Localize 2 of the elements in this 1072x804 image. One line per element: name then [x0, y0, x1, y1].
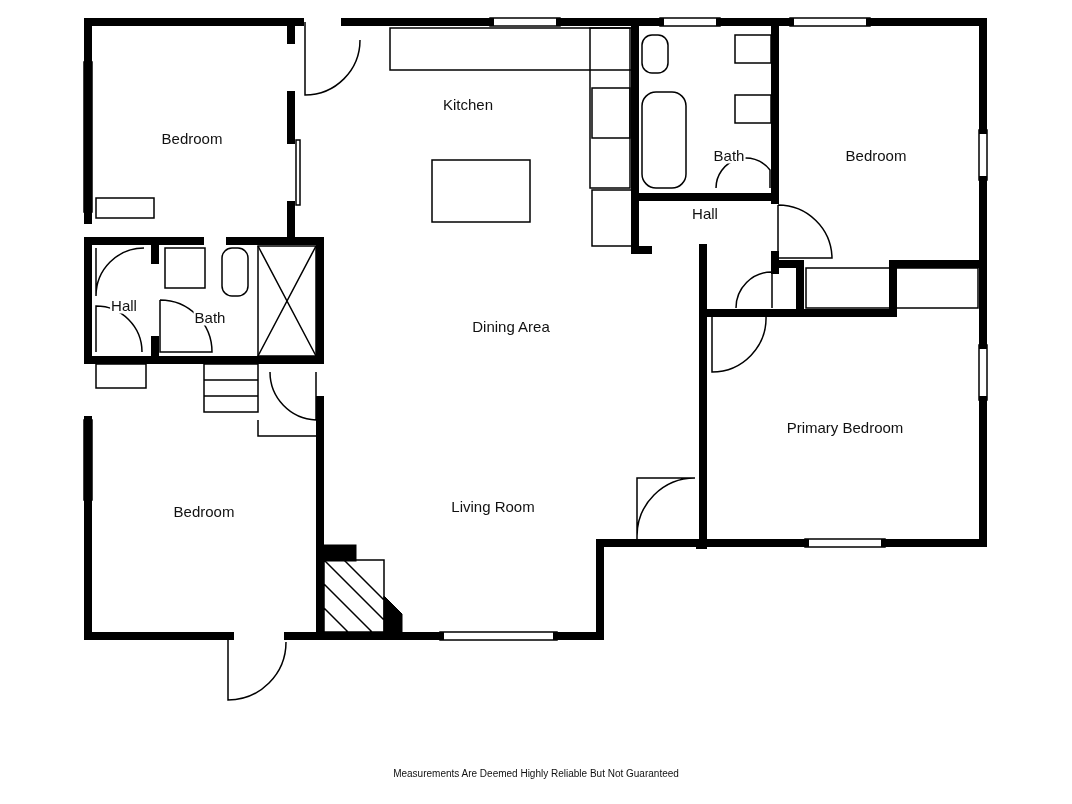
room-label: Bath	[193, 308, 227, 326]
disclaimer-caption: Measurements Are Deemed Highly Reliable But Not Guaranteed	[392, 768, 680, 779]
